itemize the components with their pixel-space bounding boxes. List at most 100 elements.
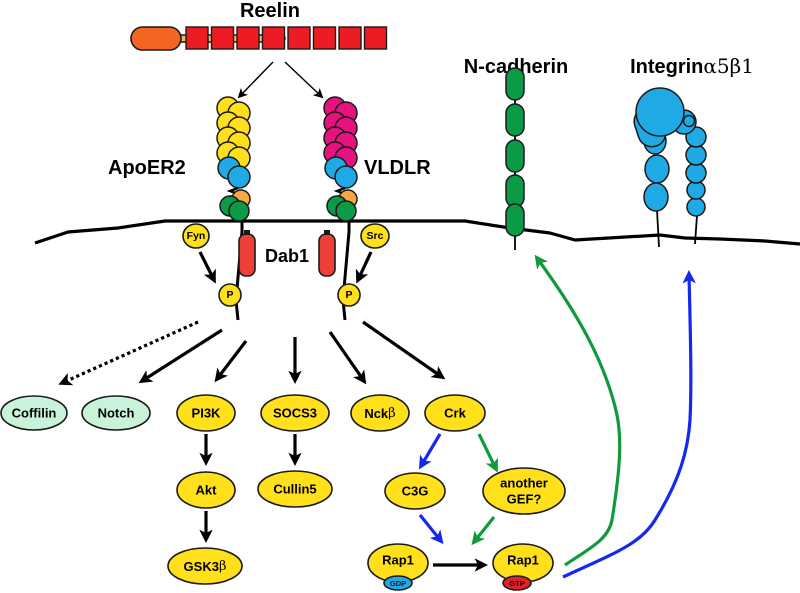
c3g-label: C3G <box>402 484 429 499</box>
reelin-repeat <box>210 26 235 50</box>
fyn-node <box>182 223 210 249</box>
phospho-left <box>218 283 242 307</box>
integrin-alpha-calf <box>643 182 669 212</box>
integrin-alpha-tail <box>656 209 660 248</box>
rap1-gtp-label: Rap1 <box>507 553 539 568</box>
pi3k-node <box>176 394 236 432</box>
plasma-membrane <box>34 219 800 246</box>
arrow-to-coffilin <box>58 320 199 386</box>
gsk3b-node <box>167 547 243 585</box>
gtp-badge-label: GTP <box>509 579 524 588</box>
vldlr-label: VLDLR <box>364 157 431 179</box>
socs3-node <box>260 394 330 432</box>
phospho-right <box>337 283 361 307</box>
dab1-left-cap <box>244 230 250 235</box>
another-gef-label-line2: GEF? <box>507 492 542 507</box>
rap1-to-integrin-arrow <box>562 269 696 579</box>
effector-notch: Notch <box>81 395 151 431</box>
apoer2-receptor <box>216 96 251 321</box>
socs3-label: SOCS3 <box>273 406 317 421</box>
arrow-c3g-to-rap1 <box>418 513 444 545</box>
phospho-right-label: P <box>345 289 352 301</box>
reelin-repeats <box>185 26 388 50</box>
reelin-repeat <box>312 26 337 50</box>
fyn-label: Fyn <box>187 230 206 242</box>
reelin-repeat <box>236 26 260 50</box>
reelin-n-terminal <box>130 26 182 51</box>
effector-crk: Crk <box>424 394 486 432</box>
egf-domain <box>227 165 251 189</box>
dab1-right <box>318 233 336 277</box>
rap1-to-ncadherin-arrow <box>534 254 622 567</box>
cullin5-label: Cullin5 <box>273 482 316 497</box>
ncadherin-receptor <box>505 67 525 250</box>
integrin-label: Integrinα5β1 <box>630 54 754 78</box>
reelin-repeat <box>287 26 311 50</box>
arrow-to-nckb <box>328 331 367 385</box>
crk-label: Crk <box>444 406 466 421</box>
arrow-to-pi3k <box>214 340 248 383</box>
nckb-label: Nckβ <box>364 406 395 421</box>
arrow-crk-to-c3g <box>418 433 442 470</box>
src-label: Src <box>367 230 384 242</box>
reelin-protein: Reelin <box>130 0 388 51</box>
apoer2-label: ApoER2 <box>108 157 186 179</box>
integrin-psi-domain <box>682 114 696 128</box>
src-node <box>360 223 390 249</box>
src-arrow <box>355 251 373 284</box>
effector-pi3k: PI3K <box>176 394 236 432</box>
reelin-repeat <box>363 26 388 50</box>
reelin-to-vldlr-arrow <box>284 61 324 99</box>
reelin-to-apoer2-arrow <box>237 61 274 99</box>
integrin-beta-egf <box>685 162 707 184</box>
coffilin-node <box>0 395 68 431</box>
reelin-repeat <box>338 26 362 50</box>
c3g-node <box>384 472 446 510</box>
cadherin-repeat <box>505 174 525 208</box>
coffilin-label: Coffilin <box>12 406 57 421</box>
integrin-head <box>635 87 685 137</box>
rap1-gtp: Rap1 GTP <box>492 543 554 591</box>
rap1-gdp: Rap1 GDP <box>367 543 429 591</box>
nckb-node <box>350 394 410 432</box>
akt-node <box>176 471 236 509</box>
arrow-gef-to-rap1 <box>471 516 496 546</box>
cadherin-repeat <box>505 203 525 237</box>
cullin5-node <box>257 470 333 508</box>
effector-socs3: SOCS3 <box>260 394 330 432</box>
reelin-repeat <box>261 26 286 50</box>
gtp-badge <box>502 575 532 591</box>
notch-node <box>81 395 151 431</box>
dab1-right-cap <box>324 230 330 235</box>
vldlr-receptor <box>323 96 358 321</box>
pi3k-label: PI3K <box>192 406 222 421</box>
gdp-badge-label: GDP <box>390 579 406 588</box>
rap1-gdp-label: Rap1 <box>382 553 414 568</box>
crk-node <box>424 394 486 432</box>
arrow-to-notch <box>138 328 223 384</box>
cadherin-repeat <box>505 103 525 137</box>
egf-domain <box>334 165 358 189</box>
dab1-left <box>238 233 256 277</box>
egf-precursor-domain <box>335 200 357 222</box>
arrow-to-crk <box>362 320 446 380</box>
cadherin-repeat <box>505 139 525 173</box>
integrin-alpha-thigh <box>644 154 670 184</box>
another-gef-label-line1: another <box>500 476 548 491</box>
arrow-crk-to-another-gef <box>477 433 498 473</box>
effector-coffilin: Coffilin <box>0 395 68 431</box>
another-gef-node <box>482 467 566 515</box>
integrin-beta-egf <box>686 197 706 217</box>
dab1-label: Dab1 <box>265 246 309 266</box>
dab1-complex: Dab1 Fyn P Src P <box>182 223 390 307</box>
reelin-label: Reelin <box>240 0 300 22</box>
receptor-tail <box>341 212 351 321</box>
akt-label: Akt <box>196 483 218 498</box>
integrin-beta-tail <box>694 214 698 245</box>
gsk3b-label: GSK3β <box>184 559 227 574</box>
notch-label: Notch <box>98 406 135 421</box>
egf-precursor-domain <box>228 200 250 222</box>
ncadherin-label: N-cadherin <box>464 56 568 78</box>
integrin-receptor <box>633 87 707 248</box>
